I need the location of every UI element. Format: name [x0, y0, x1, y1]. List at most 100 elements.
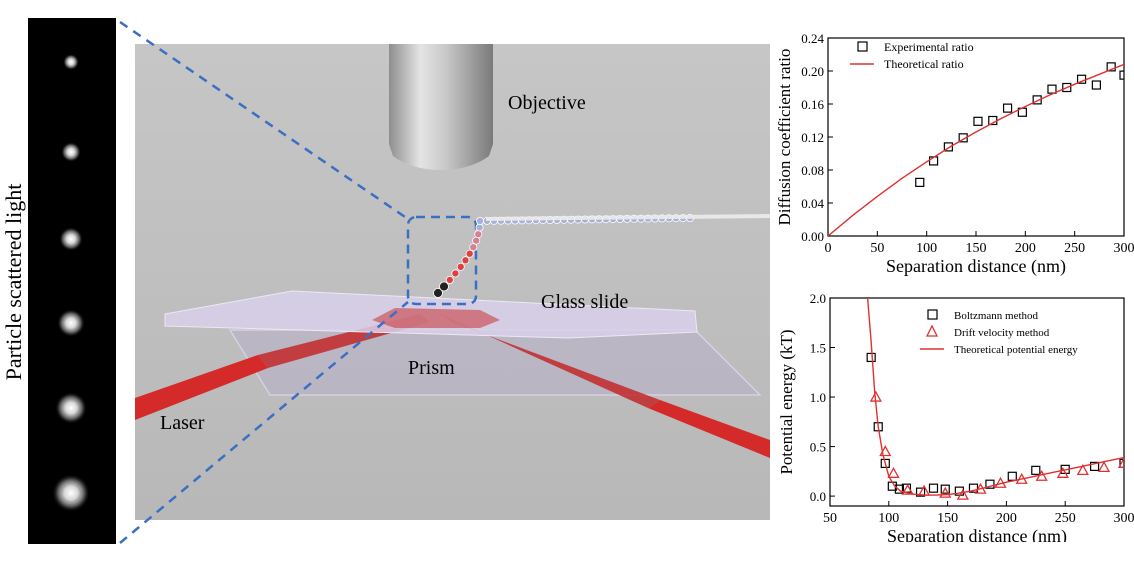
laser-beam-reflect: [440, 314, 660, 408]
particle-spot-5: [55, 392, 87, 424]
y-tick-label: 0.04: [801, 196, 824, 211]
zoom-line-top: [119, 20, 409, 221]
x-tick-label: 150: [966, 241, 987, 256]
square-marker: [1031, 465, 1041, 475]
square-marker: [880, 458, 890, 469]
laser-beam-out: [648, 400, 770, 458]
particle-spot-1: [63, 54, 79, 70]
x-axis-label: Separation distance (nm): [886, 256, 1066, 277]
square-marker: [940, 484, 950, 494]
legend-label: Experimental ratio: [884, 40, 974, 54]
zoom-line-bottom: [119, 301, 409, 544]
x-tick-label: 50: [870, 241, 884, 256]
particle-strip-svg: [52, 54, 90, 512]
square-marker: [973, 116, 983, 126]
y-tick-label: 0.12: [801, 130, 824, 145]
trajectory-bead: [465, 249, 474, 258]
y-tick-label: 0.5: [810, 440, 826, 455]
square-marker: [968, 483, 979, 493]
y-axis-label: Diffusion coefficient ratio: [775, 49, 794, 226]
square-marker: [943, 142, 953, 152]
triangle-marker: [1076, 464, 1089, 475]
particle-spot-3: [59, 227, 83, 251]
y-tick-label: 0.08: [801, 163, 824, 178]
square-marker: [1032, 95, 1042, 105]
y-tick-label: 0.20: [801, 64, 824, 79]
slide-hotspot: [372, 308, 500, 328]
triangle-marker: [1097, 461, 1111, 473]
trajectory-bead: [474, 230, 483, 239]
theory-line: [866, 298, 1124, 496]
square-marker: [866, 352, 876, 363]
square-marker: [894, 484, 904, 494]
particle-ring-6: [60, 482, 82, 504]
square-marker: [1002, 103, 1013, 113]
x-tick-label: 300: [1114, 241, 1134, 256]
square-marker: [985, 479, 995, 489]
trajectory-bead: [439, 281, 449, 292]
square-marker: [1119, 458, 1124, 469]
y-tick-label: 0.00: [801, 229, 824, 244]
x-axis-label: Separation distance (nm): [887, 526, 1067, 542]
triangle-marker: [901, 483, 914, 495]
legend-square: [927, 309, 938, 320]
legend-label: Theoretical potential energy: [954, 344, 1078, 356]
objective-barrel: [389, 44, 493, 144]
diffusion-ratio-chart: 0 50 100 150 200 250 300 0.00 0.04 0.08 0.12 0.16 0.…: [775, 31, 1134, 277]
x-tick-label: 250: [1055, 511, 1076, 526]
x-tick-label: 100: [916, 241, 937, 256]
particle-image-strip: [28, 18, 116, 544]
plot-frame: [829, 297, 1125, 507]
particle-spot-4: [57, 309, 85, 337]
label-prism: Prism: [408, 357, 455, 379]
label-glass-slide: Glass slide: [541, 291, 628, 313]
zoom-box: [406, 215, 478, 306]
legend-label: Boltzmann method: [954, 310, 1039, 322]
square-marker: [1091, 80, 1101, 90]
plot-area: [866, 298, 1124, 500]
y-tick-label: 0.24: [801, 31, 824, 46]
triangle-marker: [887, 466, 900, 478]
x-tick-label: 50: [823, 511, 837, 526]
legend-triangle: [925, 324, 939, 337]
laser-beam-in: [135, 355, 268, 420]
trajectory-bead: [451, 269, 460, 278]
triangle-marker: [1117, 457, 1124, 469]
particle-spot-2: [61, 142, 81, 162]
trajectory-bead: [461, 256, 470, 265]
square-marker: [1106, 62, 1116, 72]
trajectory-bead: [475, 216, 484, 225]
trajectory-tail: [485, 214, 771, 221]
label-laser: Laser: [160, 412, 205, 434]
square-marker: [1007, 471, 1017, 481]
label-objective: Objective: [508, 92, 586, 114]
legend-square: [857, 41, 868, 52]
x-tick-label: 150: [937, 511, 958, 526]
triangle-marker: [956, 488, 969, 500]
square-marker: [1062, 82, 1072, 93]
x-tick-label: 300: [1114, 511, 1134, 526]
trajectory-bead: [445, 275, 454, 284]
triangle-marker: [939, 486, 952, 498]
x-tick-label: 200: [996, 511, 1017, 526]
square-marker: [1047, 84, 1057, 94]
x-tick-label: 0: [825, 241, 832, 256]
square-marker: [928, 483, 939, 493]
objective-tip: [389, 144, 493, 170]
plot-area: [828, 62, 1124, 236]
trajectory-bead: [469, 243, 478, 252]
x-tick-label: 200: [1015, 241, 1036, 256]
square-marker: [915, 177, 925, 187]
y-tick-label: 1.0: [810, 390, 826, 405]
trajectory-bead: [433, 288, 443, 298]
y-tick-label: 0.0: [810, 489, 826, 504]
square-marker: [915, 487, 926, 497]
legend-label: Drift velocity method: [954, 327, 1050, 339]
y-tick-label: 0.16: [801, 97, 824, 112]
x-tick-label: 250: [1064, 241, 1085, 256]
square-marker: [1119, 70, 1124, 80]
trajectory-bead: [475, 223, 484, 232]
legend-label: Theoretical ratio: [884, 57, 964, 71]
